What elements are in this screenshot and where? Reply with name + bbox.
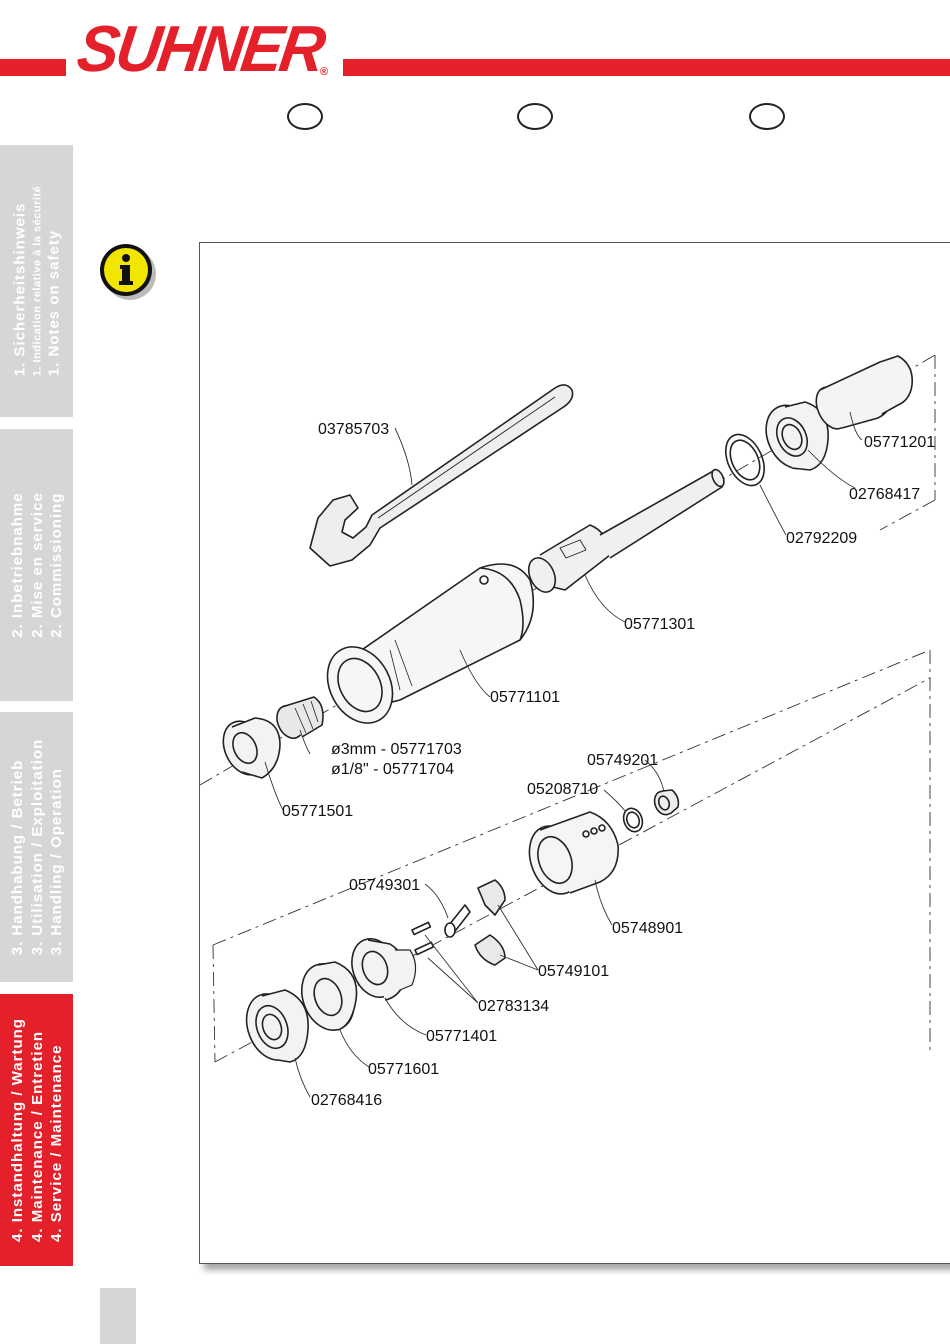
disc-part: [300, 961, 358, 1031]
label-part-05771301: 05771301: [624, 616, 696, 633]
housing-part: [326, 563, 535, 724]
tab-safety[interactable]: 1. Sicherheitshinweis 1. Indication rela…: [0, 145, 73, 417]
label-part-05771401: 05771401: [426, 1028, 498, 1045]
bearing-upper-part: [765, 401, 829, 471]
pins-part: [411, 921, 435, 956]
label-part-05749101: 05749101: [538, 963, 610, 980]
label-part-05748901: 05748901: [612, 920, 684, 937]
language-marker-2: [517, 103, 553, 130]
label-part-05749301: 05749301: [349, 877, 421, 894]
spring-part: [444, 904, 471, 938]
label-part-02783134: 02783134: [478, 998, 550, 1015]
label-part-05771501: 05771501: [282, 803, 354, 820]
label-part-05208710: 05208710: [527, 781, 599, 798]
tab-maintenance[interactable]: 4. Instandhaltung / Wartung 4. Maintenan…: [0, 994, 73, 1266]
label-part-05771703: ø3mm - 05771703: [331, 741, 462, 758]
header-bar-right: [343, 59, 950, 76]
label-part-02768416: 02768416: [311, 1092, 383, 1109]
label-part-02792209: 02792209: [786, 530, 858, 547]
label-part-05771201: 05771201: [864, 434, 936, 451]
registered-mark: ®: [320, 66, 329, 78]
spindle-part: [527, 468, 725, 593]
label-part-05771101: 05771101: [490, 689, 560, 706]
cap-part: [653, 789, 680, 816]
label-part-05771704: ø1/8" - 05771704: [331, 761, 455, 778]
label-part-03785703: 03785703: [318, 421, 390, 438]
sleeve-part: [528, 811, 619, 895]
language-marker-1: [287, 103, 323, 130]
info-icon: [99, 243, 157, 301]
collet-part: [276, 696, 324, 740]
ring-part: [622, 807, 644, 833]
bearing-lower-part: [245, 989, 309, 1063]
wrench-part: [309, 384, 574, 567]
label-part-02768417: 02768417: [849, 486, 921, 503]
header-bar-left: [0, 59, 66, 76]
tab-commissioning[interactable]: 2. Inbetriebnahme 2. Mise en service 2. …: [0, 429, 73, 701]
label-part-05749201: 05749201: [587, 752, 659, 769]
bushing-part: [815, 355, 914, 430]
language-marker-3: [749, 103, 785, 130]
tab-operation[interactable]: 3. Handhabung / Betrieb 3. Utilisation /…: [0, 712, 73, 982]
collet-nut-part: [222, 717, 281, 779]
jaw-parts: [474, 879, 506, 966]
hub-part: [351, 938, 417, 1001]
washer-part: [725, 433, 765, 487]
footer-page-tab: [100, 1288, 136, 1344]
label-part-05771601: 05771601: [368, 1061, 440, 1078]
